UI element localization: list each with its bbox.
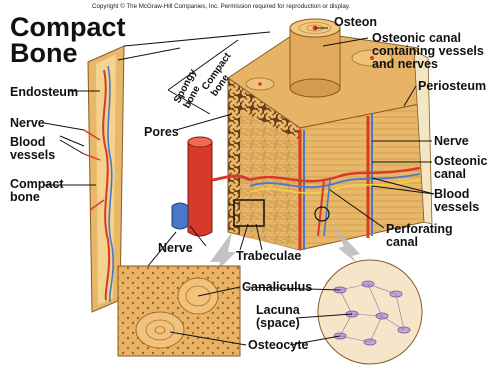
title-line-1: Compact [10, 14, 126, 40]
magnified-trabeculae [118, 266, 240, 356]
label-canaliculus: Canaliculus [242, 281, 312, 294]
label-osteonic-canal: Osteonic canal [434, 155, 487, 181]
title-line-2: Bone [10, 40, 126, 66]
label-nerve-right: Nerve [434, 135, 469, 148]
label-pores: Pores [144, 126, 179, 139]
magnified-lacunae [318, 260, 422, 364]
label-nerve-bottom: Nerve [158, 242, 193, 255]
label-compact-bone-left: Compact bone [10, 178, 63, 204]
label-osteonic-canal-vessels: Osteonic canal containing vessels and ne… [372, 32, 484, 71]
label-periosteum: Periosteum [418, 80, 486, 93]
label-blood-vessels-right: Blood vessels [434, 188, 479, 214]
label-trabeculae: Trabeculae [236, 250, 301, 263]
label-nerve-left: Nerve [10, 117, 45, 130]
zoom-arrow-left [210, 232, 236, 270]
diagram-title: Compact Bone [10, 14, 126, 66]
copyright-notice: Copyright © The McGraw-Hill Companies, I… [92, 3, 350, 10]
label-osteocyte: Osteocyte [248, 339, 308, 352]
osteon-cylinder [290, 19, 340, 97]
label-osteon: Osteon [334, 16, 377, 29]
label-endosteum: Endosteum [10, 86, 78, 99]
label-blood-vessels-left: Blood vessels [10, 136, 55, 162]
label-perforating-canal: Perforating canal [386, 223, 453, 249]
label-lacuna: Lacuna (space) [256, 304, 300, 330]
